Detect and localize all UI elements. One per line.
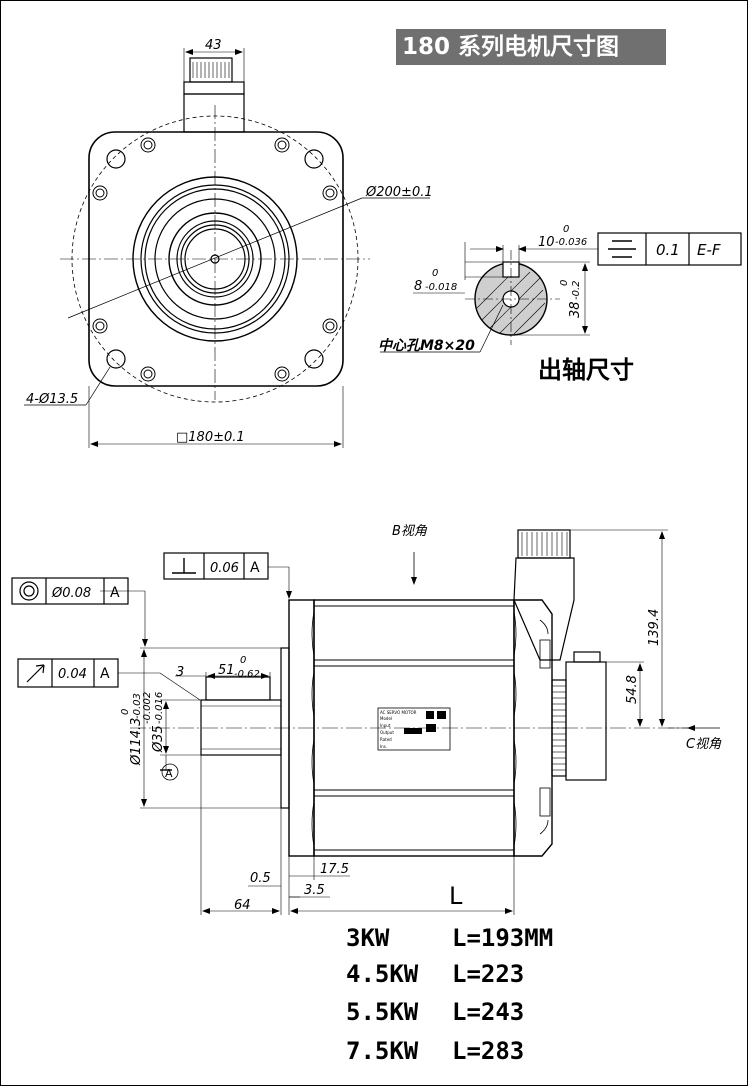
key-depth-tol-upper: 0 xyxy=(432,268,438,279)
spigot-tol-lower: -0.03 xyxy=(132,693,143,719)
shaft-height-tol-lower: -0.2 xyxy=(571,280,582,300)
runout-value: 0.04 xyxy=(58,667,87,682)
shaft-dia-tol-upper: -0.002 xyxy=(142,692,153,724)
spec-length: L=223 xyxy=(452,960,525,988)
side-view xyxy=(100,529,720,915)
shaft-height-tol-upper: 0 xyxy=(559,280,570,286)
spec-power: 4.5KW xyxy=(346,960,419,988)
view-c-label: C视角 xyxy=(686,737,722,752)
spec-length: L=243 xyxy=(452,998,525,1026)
height-total: 139.4 xyxy=(647,609,662,646)
dim-3-5: 3.5 xyxy=(304,883,325,898)
encoder-cover xyxy=(565,661,607,781)
connector-side xyxy=(513,557,575,661)
dim-3: 3 xyxy=(176,665,184,680)
dim-holes: 4-Ø13.5 xyxy=(26,392,78,407)
perp-value: 0.06 xyxy=(210,561,239,576)
key-width-tol-lower: -0.036 xyxy=(555,237,587,248)
concentricity-frame xyxy=(11,577,129,605)
shaft-height-value: 38 xyxy=(568,301,583,318)
nameplate-line: Ins. xyxy=(380,744,387,749)
key-width-tol-upper: 0 xyxy=(563,224,569,235)
page-title: 180 系列电机尺寸图 xyxy=(396,29,666,65)
nameplate-line: Output xyxy=(380,730,394,735)
datum-a: A xyxy=(165,767,173,780)
nameplate-line: Model xyxy=(380,716,392,721)
spec-power: 3KW xyxy=(346,924,390,952)
dim-square: □180±0.1 xyxy=(176,430,245,445)
dim-64: 64 xyxy=(234,898,251,913)
conc-datum: A xyxy=(110,585,120,601)
runout-datum: A xyxy=(100,666,110,682)
tol-datum: E-F xyxy=(697,241,721,259)
shaft-dia-value: Ø35 xyxy=(151,725,166,753)
view-b-label: B视角 xyxy=(392,524,428,539)
perpendicularity-frame xyxy=(163,552,269,580)
nameplate-line: Input xyxy=(380,723,391,728)
shaft xyxy=(200,699,282,756)
shaft-len-tol-upper: 0 xyxy=(240,655,246,666)
nameplate-text: AC SERVO MOTOR Model Input Output Rated … xyxy=(380,710,446,749)
front-view xyxy=(24,48,430,448)
shaft-len-value: 51 xyxy=(218,663,235,678)
spec-length: L=193MM xyxy=(452,924,554,952)
nameplate xyxy=(377,707,451,751)
spec-length: L=283 xyxy=(452,1037,525,1065)
dim-pcd: Ø200±0.1 xyxy=(365,185,433,200)
shaft-title: 出轴尺寸 xyxy=(538,356,634,384)
spigot-value: Ø114.3 xyxy=(129,718,144,766)
spigot-tol-upper: 0 xyxy=(120,709,131,715)
perp-datum: A xyxy=(250,560,260,576)
dim-top-width: 43 xyxy=(205,38,222,53)
shaft-len-tol-lower: -0.62 xyxy=(234,669,260,680)
shaft-dia-tol-lower: -0.016 xyxy=(154,692,165,724)
tol-value: 0.1 xyxy=(656,241,680,259)
dim-0-5: 0.5 xyxy=(250,871,271,886)
runout-frame xyxy=(17,658,119,688)
conc-value: Ø0.08 xyxy=(51,586,91,601)
dim-17-5: 17.5 xyxy=(320,862,349,877)
center-hole-label: 中心孔M8×20 xyxy=(378,337,475,354)
connector-base xyxy=(183,93,245,133)
nameplate-line: Rated xyxy=(380,737,392,742)
spec-power: 7.5KW xyxy=(346,1037,419,1065)
shaft-section xyxy=(380,232,742,353)
length-label: L xyxy=(449,882,463,910)
connector-top xyxy=(189,57,233,83)
spec-power: 5.5KW xyxy=(346,998,419,1026)
nameplate-line: AC SERVO MOTOR xyxy=(380,710,417,715)
key-depth-value: 8 xyxy=(414,279,422,294)
key-width-value: 10 xyxy=(538,235,555,250)
height-connector: 54.8 xyxy=(625,675,640,704)
key-depth-tol-lower: -0.018 xyxy=(425,282,457,293)
